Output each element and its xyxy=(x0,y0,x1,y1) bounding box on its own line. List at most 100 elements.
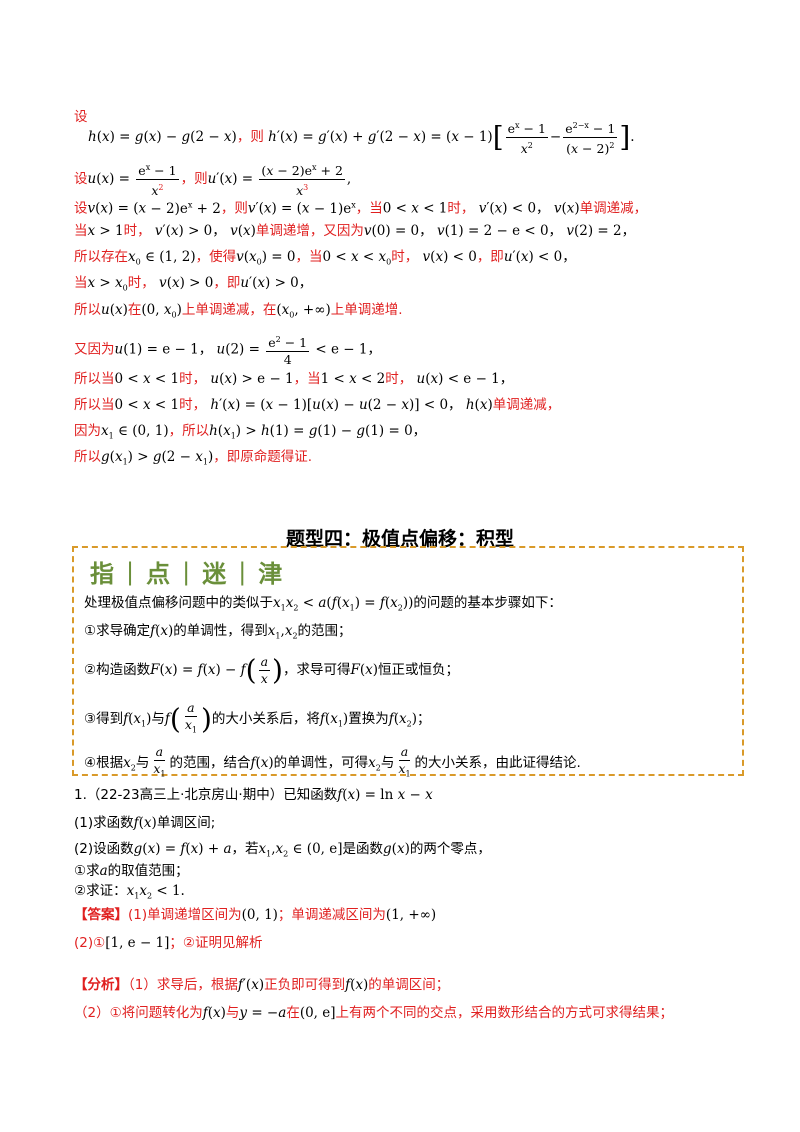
text: 置换为 xyxy=(348,710,389,727)
text: 1.（22-23高三上·北京房山·期中）已知函数 xyxy=(74,787,338,803)
text: （1）求导后，根据 xyxy=(128,977,238,993)
proof-line-1: 设 xyxy=(74,108,88,126)
text: 的取值范围； xyxy=(107,863,189,879)
text: (2)① xyxy=(74,935,106,951)
tips-char: 迷 xyxy=(202,560,229,588)
analysis-tag: 【分析】 xyxy=(74,977,128,993)
text: 设 xyxy=(74,200,88,217)
text: 在 xyxy=(127,302,142,318)
text: ，即 xyxy=(476,249,504,265)
section-title: 题型四：极值点偏移：积型 xyxy=(285,528,514,550)
text: 与 xyxy=(135,754,150,771)
text: ，使得 xyxy=(195,249,237,265)
text: 时， xyxy=(179,397,207,413)
text: 的两个零点， xyxy=(409,841,491,857)
text: (2)设函数 xyxy=(74,841,134,857)
text: 单调区间; xyxy=(156,815,216,831)
text: 所以当 xyxy=(74,371,115,387)
text: 上单调递减，在 xyxy=(181,302,277,318)
text: 是函数 xyxy=(342,841,384,857)
text: 所以存在 xyxy=(74,249,128,265)
tips-char: 指 xyxy=(90,560,116,588)
text: ，所以 xyxy=(168,423,210,439)
text: 设 xyxy=(74,171,88,188)
tips-intro: 处理极值点偏移问题中的类似于x1x2 < a(f(x1) = f(x2))的问题… xyxy=(84,595,562,613)
proof-line-4: 当x > 1时， v′(x) > 0， v(x)单调递增，又因为v(0) = 0… xyxy=(74,223,636,239)
proof-line-6: 当x > x0时， v(x) > 0，即u′(x) > 0， xyxy=(74,275,313,293)
text: 时， xyxy=(385,371,413,387)
text: 正负即可得到 xyxy=(264,977,346,993)
proof-line-10: 所以当0 < x < 1时， h′(x) = (x − 1)[u(x) − u(… xyxy=(74,397,561,413)
tips-char: 点 xyxy=(146,560,173,588)
text: (1)单调递增区间为 xyxy=(128,907,242,923)
text: 的范围； xyxy=(297,623,352,639)
text: (1)求函数 xyxy=(74,815,134,831)
divider: | xyxy=(126,557,137,586)
text: 与 xyxy=(151,710,165,727)
proof-line-5: 所以存在x0 ∈ (1, 2)，使得v(x0) = 0，当0 < x < x0时… xyxy=(74,249,576,267)
text: 时， xyxy=(179,371,207,387)
analysis-line-2: （2）①将问题转化为f(x)与y = −a在(0, e]上有两个不同的交点，采用… xyxy=(74,1005,674,1021)
problem-part-2: (2)设函数g(x) = f(x) + a，若x1,x2 ∈ (0, e]是函数… xyxy=(74,841,491,859)
text: ②求证： xyxy=(74,883,127,899)
text: ①求 xyxy=(74,863,100,879)
answer-line-2: (2)①[1, e − 1]；②证明见解析 xyxy=(74,935,263,951)
analysis-line-1: 【分析】（1）求导后，根据f′(x)正负即可得到f(x)的单调区间； xyxy=(74,977,450,993)
text: 单调递增，又因为 xyxy=(255,223,364,239)
text: 当 xyxy=(74,223,88,239)
text: 时， xyxy=(391,249,419,265)
text: 的大小关系，由此证得结论. xyxy=(414,754,581,771)
text: ，即 xyxy=(213,275,241,291)
tips-box xyxy=(72,546,744,776)
text: 设 xyxy=(74,109,88,125)
text: 单调递减， xyxy=(579,200,648,217)
answer-tag: 【答案】 xyxy=(74,907,128,923)
text: ，则 xyxy=(236,129,264,146)
text: ④根据 xyxy=(84,754,124,771)
text: ，当 xyxy=(295,249,323,265)
text: 的单调性，可得 xyxy=(273,754,369,771)
math: h xyxy=(88,129,97,146)
text: 时， xyxy=(127,275,155,291)
text: ，若 xyxy=(231,841,259,857)
text: 处理极值点偏移问题中的类似于 xyxy=(84,595,273,611)
text: ，则 xyxy=(180,171,208,188)
text: 与 xyxy=(225,1005,240,1021)
proof-line-1-math: h(x) = g(x) − g(2 − x)，则 h′(x) = g′(x) +… xyxy=(88,118,635,157)
text: 所以当 xyxy=(74,397,115,413)
proof-line-12: 所以g(x1) > g(2 − x1)，即原命题得证. xyxy=(74,449,313,467)
proof-line-11: 因为x1 ∈ (0, 1)，所以h(x1) > h(1) = g(1) − g(… xyxy=(74,423,427,441)
proof-line-7: 所以u(x)在(0, x0)上单调递减，在(x0, +∞)上单调递增. xyxy=(74,302,403,320)
tips-char: 津 xyxy=(258,560,285,588)
text: ③得到 xyxy=(84,710,124,727)
text: 单调递减， xyxy=(492,397,561,413)
text: 的单调性，得到 xyxy=(173,623,268,639)
text: 的单调区间； xyxy=(368,977,450,993)
problem-part-2-1: ①求a的取值范围； xyxy=(74,863,189,879)
problem-part-1: (1)求函数f(x)单调区间; xyxy=(74,815,216,831)
tips-heading: 指| 点| 迷| 津 xyxy=(90,554,284,589)
text: 的范围，结合 xyxy=(169,754,251,771)
text: 时， xyxy=(447,200,475,217)
text: ②构造函数 xyxy=(84,662,151,678)
text: ，即原命题得证. xyxy=(213,449,313,465)
proof-line-3: 设v(x) = (x − 2)ex + 2，则v′(x) = (x − 1)ex… xyxy=(74,200,648,217)
text: 的问题的基本步骤如下： xyxy=(413,595,562,611)
text: ①求导确定 xyxy=(84,623,151,639)
problem-part-2-2: ②求证：x1x2 < 1. xyxy=(74,883,185,901)
divider: | xyxy=(238,557,249,586)
problem-header: 1.（22-23高三上·北京房山·期中）已知函数f(x) = ln x − x xyxy=(74,787,433,803)
proof-line-9: 所以当0 < x < 1时， u(x) > e − 1，当1 < x < 2时，… xyxy=(74,371,514,387)
text: 时， xyxy=(123,223,151,239)
text: ；②证明见解析 xyxy=(169,935,263,951)
text: ，当 xyxy=(355,200,383,217)
text: 又因为 xyxy=(74,341,115,358)
text: 与 xyxy=(380,754,395,771)
text: ；单调递减区间为 xyxy=(277,907,386,923)
text: 上单调递增. xyxy=(330,302,403,318)
text: ，则 xyxy=(220,200,248,217)
